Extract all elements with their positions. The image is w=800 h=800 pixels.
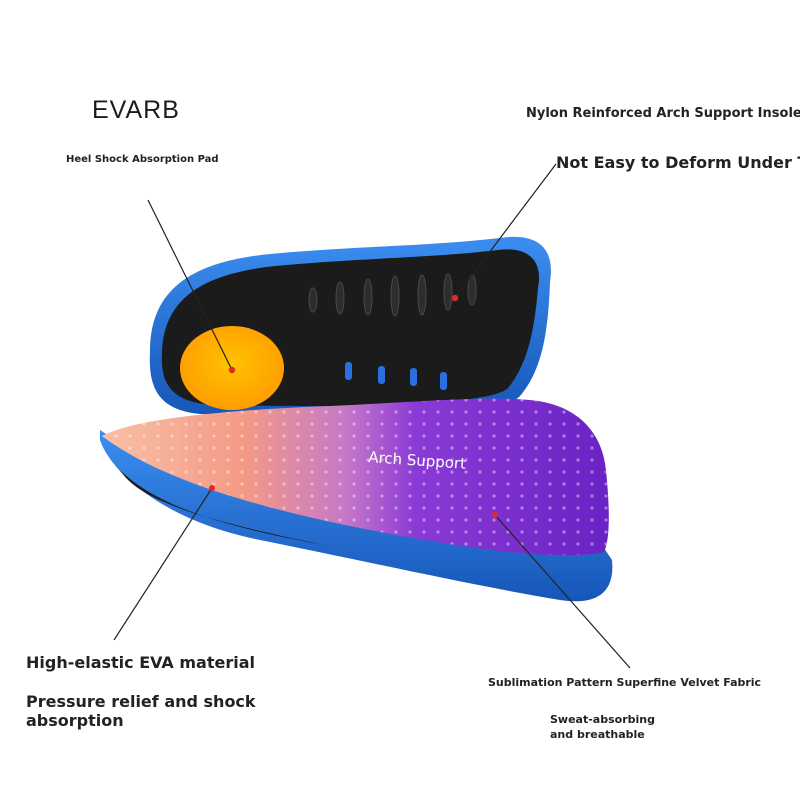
- fabric-dot: [492, 512, 498, 518]
- brand-logo-text: EVARB: [92, 96, 180, 124]
- velvet-fabric-label: Sublimation Pattern Superfine Velvet Fab…: [488, 676, 762, 689]
- no-deform-label: Not Easy to Deform Under Tread: [556, 153, 800, 172]
- eva-material-label: High-elastic EVA material: [26, 653, 256, 672]
- heel-pad-dot: [228, 366, 236, 374]
- pressure-relief-label: Pressure relief and shock absorption: [26, 692, 256, 730]
- callout-dots: [209, 294, 498, 518]
- front-insole: Arch Support: [100, 398, 613, 602]
- callout-lines: [113, 163, 631, 669]
- heel-pad-label: Heel Shock Absorption Pad: [66, 154, 219, 165]
- front-insole-side: [100, 430, 613, 602]
- nylon-arch-label: Nylon Reinforced Arch Support Insole: [526, 106, 800, 121]
- eva-dot: [209, 485, 215, 491]
- fabric-dot-pattern: [102, 398, 609, 556]
- back-insole: [149, 236, 551, 417]
- sweat-absorbing-label: Sweat-absorbing and breathable: [550, 713, 655, 741]
- shell-ridges: [308, 273, 477, 317]
- arch-dot: [451, 294, 459, 302]
- shell-vents: [345, 362, 447, 390]
